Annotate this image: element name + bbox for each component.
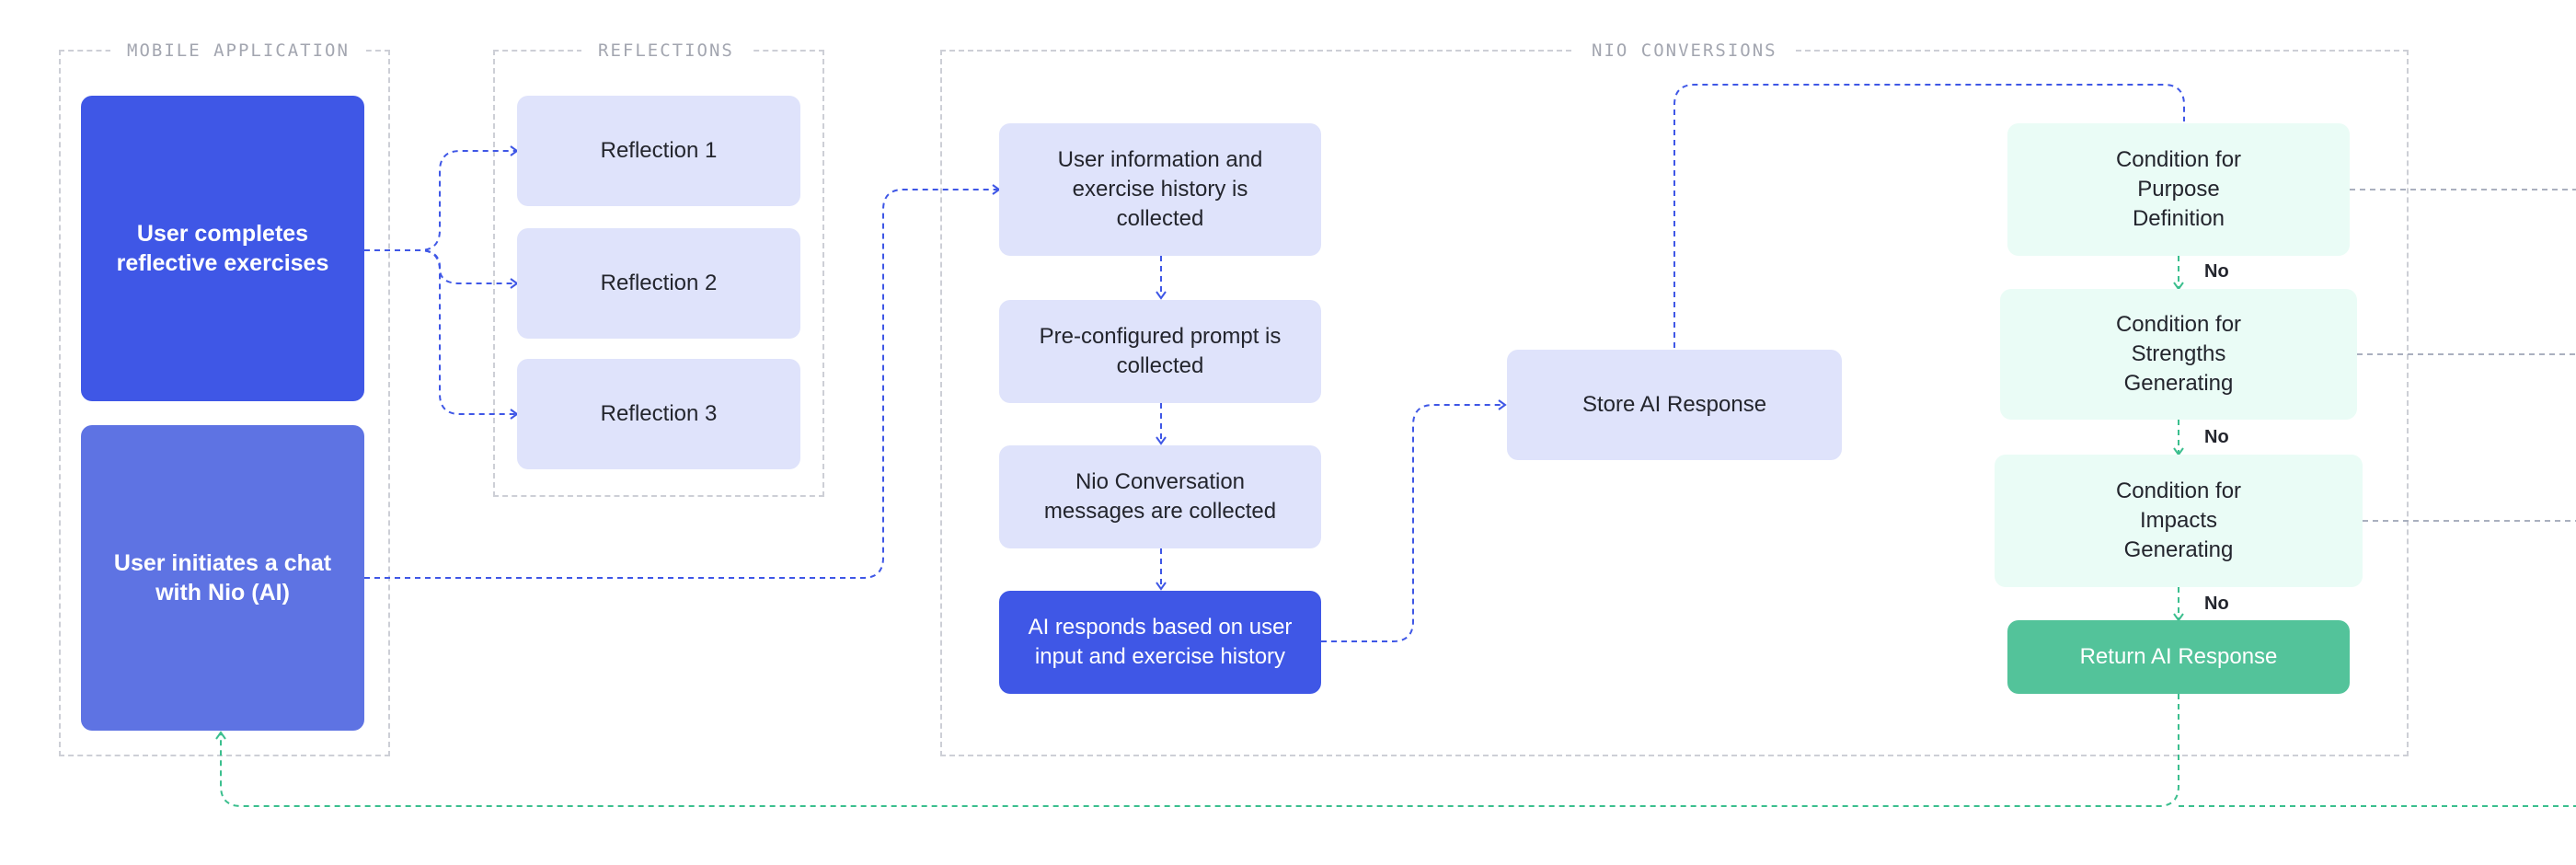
node-preconfigured-prompt[interactable]: Pre-configured prompt is collected bbox=[999, 300, 1321, 403]
node-store-ai-response[interactable]: Store AI Response bbox=[1507, 350, 1842, 460]
edge-initiates-to-user-info bbox=[364, 184, 1001, 579]
node-reflection-2[interactable]: Reflection 2 bbox=[517, 228, 800, 339]
node-user-initiates-chat[interactable]: User initiates a chat with Nio (AI) bbox=[81, 425, 364, 731]
node-user-completes-exercises[interactable]: User completes reflective exercises bbox=[81, 96, 364, 401]
group-mobile-application: MOBILE APPLICATION bbox=[59, 39, 390, 756]
node-condition-impacts[interactable]: Condition for Impacts Generating bbox=[1995, 455, 2363, 587]
edge-label-no-strengths: No bbox=[2204, 427, 2229, 447]
node-return-ai-response[interactable]: Return AI Response bbox=[2007, 620, 2350, 694]
edge-ai-responds-to-store bbox=[1321, 399, 1507, 642]
group-nio-conversions: NIO CONVERSIONS bbox=[940, 39, 2409, 756]
edge-completes-to-reflection-3 bbox=[364, 249, 519, 420]
node-user-info-collected[interactable]: User information and exercise history is… bbox=[999, 123, 1321, 256]
group-reflections: REFLECTIONS bbox=[493, 39, 824, 497]
edge-return-to-user-initiates bbox=[215, 694, 2179, 807]
group-label-nio: NIO CONVERSIONS bbox=[1575, 39, 1794, 63]
node-reflection-1[interactable]: Reflection 1 bbox=[517, 96, 800, 206]
node-ai-responds[interactable]: AI responds based on user input and exer… bbox=[999, 591, 1321, 694]
edge-store-to-condition-purpose bbox=[1673, 84, 2185, 348]
edge-completes-to-reflection-1 bbox=[364, 145, 519, 251]
node-condition-strengths[interactable]: Condition for Strengths Generating bbox=[2000, 289, 2357, 420]
node-nio-messages-collected[interactable]: Nio Conversation messages are collected bbox=[999, 445, 1321, 548]
edge-label-no-impacts: No bbox=[2204, 594, 2229, 614]
group-label-mobile: MOBILE APPLICATION bbox=[110, 39, 366, 63]
node-condition-purpose[interactable]: Condition for Purpose Definition bbox=[2007, 123, 2350, 256]
group-label-reflections: REFLECTIONS bbox=[581, 39, 751, 63]
edge-label-no-purpose: No bbox=[2204, 261, 2229, 282]
node-reflection-3[interactable]: Reflection 3 bbox=[517, 359, 800, 469]
